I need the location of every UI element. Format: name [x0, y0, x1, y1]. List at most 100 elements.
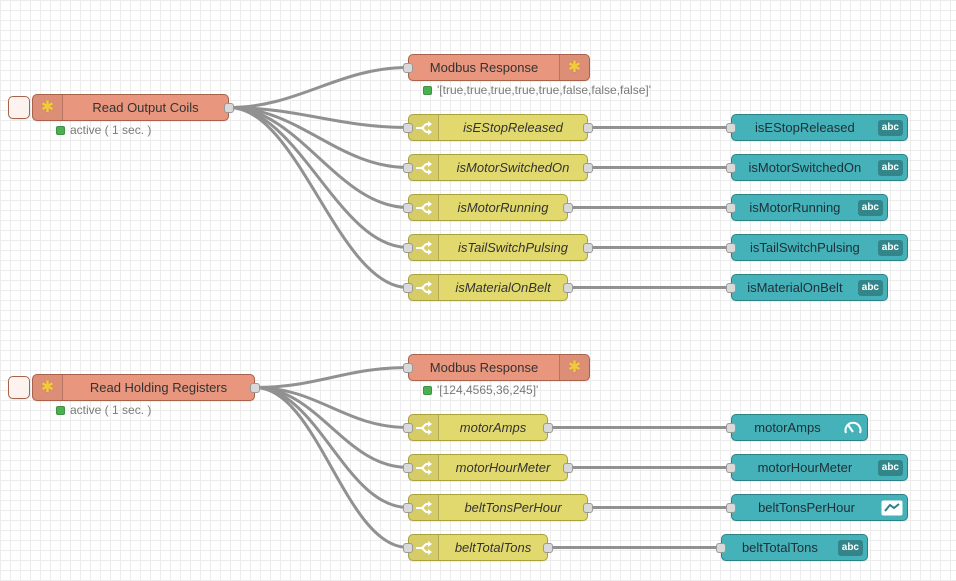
output-port[interactable] [583, 503, 593, 513]
modbus-response-node[interactable]: Modbus Response ✱ [408, 54, 590, 81]
modbus-icon: ✱ [33, 95, 63, 120]
node-label: beltTonsPerHour [439, 500, 587, 515]
output-port[interactable] [563, 463, 573, 473]
node-label: motorAmps [732, 420, 843, 435]
output-port[interactable] [224, 103, 234, 113]
switch-icon [409, 115, 439, 140]
chart-icon [881, 500, 903, 516]
node-label: isTailSwitchPulsing [439, 240, 587, 255]
switch-node[interactable]: isMaterialOnBelt [408, 274, 568, 301]
node-label: isEStopReleased [439, 120, 587, 135]
node-label: motorHourMeter [439, 460, 567, 475]
switch-node[interactable]: isEStopReleased [408, 114, 588, 141]
modbus-icon: ✱ [559, 55, 589, 80]
dashboard-text-node[interactable]: isEStopReleased abc [731, 114, 908, 141]
input-port[interactable] [403, 163, 413, 173]
input-port[interactable] [403, 283, 413, 293]
node-label: Read Output Coils [63, 100, 228, 115]
dashboard-text-node[interactable]: isMotorSwitchedOn abc [731, 154, 908, 181]
wire[interactable] [229, 68, 408, 108]
node-button[interactable] [8, 96, 30, 119]
node-button[interactable] [8, 376, 30, 399]
dashboard-text-node[interactable]: motorHourMeter abc [731, 454, 908, 481]
output-port[interactable] [563, 283, 573, 293]
status-text: active ( 1 sec. ) [70, 403, 151, 417]
modbus-read-node[interactable]: ✱ Read Holding Registers [32, 374, 255, 401]
switch-node[interactable]: isMotorRunning [408, 194, 568, 221]
input-port[interactable] [403, 463, 413, 473]
input-port[interactable] [403, 423, 413, 433]
input-port[interactable] [726, 203, 736, 213]
input-port[interactable] [403, 203, 413, 213]
modbus-response-node[interactable]: Modbus Response ✱ [408, 354, 590, 381]
wire[interactable] [229, 108, 408, 288]
status-text: active ( 1 sec. ) [70, 123, 151, 137]
switch-node[interactable]: motorHourMeter [408, 454, 568, 481]
input-port[interactable] [726, 243, 736, 253]
output-port[interactable] [583, 243, 593, 253]
dashboard-chart-node[interactable]: beltTonsPerHour [731, 494, 908, 521]
wire[interactable] [255, 368, 408, 388]
dashboard-text-node[interactable]: isTailSwitchPulsing abc [731, 234, 908, 261]
input-port[interactable] [726, 423, 736, 433]
switch-icon [409, 415, 439, 440]
output-port[interactable] [543, 543, 553, 553]
node-label: isMotorRunning [439, 200, 567, 215]
abc-badge-icon: abc [878, 240, 903, 256]
output-port[interactable] [250, 383, 260, 393]
output-port[interactable] [583, 163, 593, 173]
node-status: '[124,4565,36,245]' [423, 383, 538, 397]
switch-icon [409, 535, 439, 560]
input-port[interactable] [726, 463, 736, 473]
abc-badge-icon: abc [878, 160, 903, 176]
node-label: motorHourMeter [732, 460, 878, 475]
dashboard-text-node[interactable]: isMaterialOnBelt abc [731, 274, 888, 301]
modbus-read-node[interactable]: ✱ Read Output Coils [32, 94, 229, 121]
switch-node[interactable]: beltTotalTons [408, 534, 548, 561]
status-dot-icon [56, 126, 65, 135]
wire[interactable] [255, 388, 408, 548]
wire[interactable] [255, 388, 408, 508]
input-port[interactable] [403, 123, 413, 133]
node-label: Modbus Response [409, 60, 559, 75]
node-label: beltTotalTons [722, 540, 838, 555]
node-status: '[true,true,true,true,true,false,false,f… [423, 83, 651, 97]
input-port[interactable] [403, 543, 413, 553]
switch-node[interactable]: isMotorSwitchedOn [408, 154, 588, 181]
node-label: isMotorSwitchedOn [439, 160, 587, 175]
input-port[interactable] [403, 243, 413, 253]
input-port[interactable] [716, 543, 726, 553]
node-status: active ( 1 sec. ) [56, 403, 151, 417]
input-port[interactable] [726, 283, 736, 293]
modbus-icon: ✱ [33, 375, 63, 400]
abc-badge-icon: abc [838, 540, 863, 556]
wire[interactable] [229, 108, 408, 208]
switch-node[interactable]: isTailSwitchPulsing [408, 234, 588, 261]
asterisk-glyph: ✱ [41, 100, 54, 116]
switch-node[interactable]: motorAmps [408, 414, 548, 441]
input-port[interactable] [403, 363, 413, 373]
status-dot-icon [423, 386, 432, 395]
output-port[interactable] [583, 123, 593, 133]
dashboard-gauge-node[interactable]: motorAmps [731, 414, 868, 441]
wire[interactable] [255, 388, 408, 468]
input-port[interactable] [403, 503, 413, 513]
dashboard-text-node[interactable]: beltTotalTons abc [721, 534, 868, 561]
wire[interactable] [229, 108, 408, 248]
gauge-icon [843, 420, 863, 436]
input-port[interactable] [403, 63, 413, 73]
abc-badge-icon: abc [878, 120, 903, 136]
switch-node[interactable]: beltTonsPerHour [408, 494, 588, 521]
asterisk-glyph: ✱ [568, 360, 581, 376]
input-port[interactable] [726, 123, 736, 133]
dashboard-text-node[interactable]: isMotorRunning abc [731, 194, 888, 221]
output-port[interactable] [563, 203, 573, 213]
status-text: '[124,4565,36,245]' [437, 383, 538, 397]
input-port[interactable] [726, 503, 736, 513]
node-label: isEStopReleased [732, 120, 878, 135]
node-label: motorAmps [439, 420, 547, 435]
output-port[interactable] [543, 423, 553, 433]
node-label: isMotorRunning [732, 200, 858, 215]
input-port[interactable] [726, 163, 736, 173]
